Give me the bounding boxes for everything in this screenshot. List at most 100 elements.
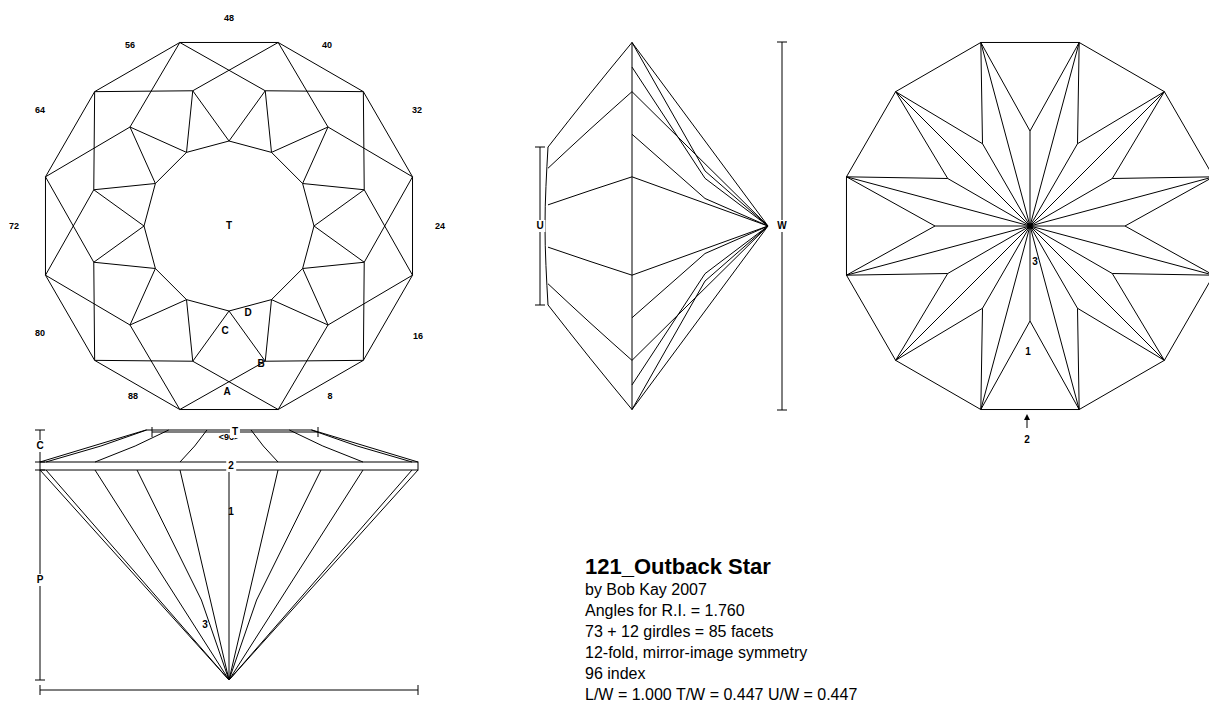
index-number: 24	[435, 222, 445, 231]
spec-line: 12-fold, mirror-image symmetry	[585, 645, 807, 661]
pavilion-main-line	[1030, 42, 1079, 226]
crown-facet-line	[548, 247, 632, 275]
pavilion-facet-line	[229, 470, 230, 680]
facet-label: 3	[202, 620, 208, 630]
spec-line: Angles for R.I. = 1.760	[585, 603, 745, 619]
pavilion-main-line	[846, 226, 1030, 275]
dimension-line	[40, 690, 418, 691]
facet-line	[272, 275, 413, 325]
pavilion-main-line	[896, 226, 1030, 360]
pavilion-facet-line	[632, 226, 768, 318]
pavilion-star-line	[1112, 92, 1209, 179]
design-title: 121_Outback Star	[585, 556, 771, 578]
pavilion-facet-line	[632, 134, 768, 226]
index-number: 80	[35, 329, 45, 338]
pavilion-view	[846, 42, 1209, 428]
pavilion-facet-line	[632, 92, 768, 226]
pavilion-main-line	[896, 92, 1030, 226]
pavilion-star-line	[1125, 177, 1209, 275]
index-number: 72	[9, 222, 19, 231]
spec-line: L/W = 1.000 T/W = 0.447 U/W = 0.447	[585, 687, 857, 703]
facet-line	[278, 42, 328, 183]
pavilion-main-line	[1030, 92, 1164, 226]
dimension-tick	[777, 410, 787, 411]
pavilion-main-line	[1030, 177, 1209, 226]
facet-label: D	[244, 308, 251, 318]
pavilion-star-line	[1078, 308, 1165, 409]
facet-line	[303, 177, 413, 269]
facet-label: 2	[226, 460, 236, 472]
index-number: 40	[322, 41, 332, 50]
facet-label: T	[226, 221, 232, 231]
pavilion-star-line	[983, 144, 1031, 226]
facet-line	[95, 91, 229, 141]
facet-line	[94, 92, 144, 226]
pavilion-facet-line	[632, 226, 768, 410]
profile-view	[40, 430, 418, 680]
crown-facet-line	[95, 430, 169, 462]
facet-line	[187, 300, 279, 410]
pavilion-star-line	[1030, 226, 1125, 227]
crown-facet-line	[180, 430, 207, 462]
pavilion-star-line	[983, 226, 1031, 308]
facet-label: U	[534, 220, 545, 232]
pavilion-star-line	[948, 226, 1030, 274]
facet-line	[272, 127, 413, 177]
facet-label: C	[221, 326, 228, 336]
pavilion-main-line	[1030, 226, 1164, 360]
pavilion-main-line	[846, 177, 1030, 226]
pavilion-facet-line	[632, 42, 768, 226]
facet-label: T	[230, 426, 240, 438]
pavilion-star-line	[896, 308, 983, 409]
index-number: 8	[327, 392, 332, 401]
crown-facet-line	[548, 177, 632, 205]
index-number: 16	[413, 332, 423, 341]
dimension-tick	[535, 147, 545, 148]
side-view	[545, 42, 768, 409]
pavilion-main-line	[1030, 226, 1209, 275]
girdle-outline	[846, 42, 1209, 409]
pavilion-star-line	[896, 42, 983, 143]
index-number: 56	[125, 41, 135, 50]
arrow-head	[1024, 414, 1030, 420]
pavilion-facet-line	[632, 226, 768, 275]
facet-line	[229, 311, 363, 361]
index-number: 88	[128, 392, 138, 401]
dimension-tick	[418, 685, 419, 695]
pavilion-star-line	[981, 321, 1079, 410]
spec-line: 73 + 12 girdles = 85 facets	[585, 624, 774, 640]
facet-label: P	[35, 574, 46, 586]
crown-facet-line	[548, 305, 632, 410]
facet-label: 1	[228, 507, 234, 517]
facet-line	[314, 226, 364, 360]
pavilion-facet-line	[229, 470, 363, 680]
facet-label: 1	[1025, 347, 1031, 357]
dimension-tick	[777, 42, 787, 43]
crown-facet-line	[548, 92, 632, 169]
dimension-tick	[535, 305, 545, 306]
pavilion-facet-line	[180, 470, 229, 680]
facet-line	[130, 42, 180, 183]
pavilion-facet-line	[46, 470, 229, 680]
pavilion-star-line	[1030, 144, 1078, 226]
facet-label: A	[223, 387, 230, 397]
facet-label: B	[257, 359, 264, 369]
pavilion-facet-line	[632, 67, 768, 226]
crown-facet-line	[311, 430, 412, 462]
pavilion-facet-line	[95, 470, 229, 680]
pavilion-facet-line	[229, 470, 278, 680]
crown-facet-line	[46, 430, 147, 462]
facet-label: W	[775, 220, 788, 232]
facet-line	[180, 42, 272, 152]
pavilion-main-line	[981, 42, 1030, 226]
facet-line	[45, 275, 186, 325]
facet-label: 3	[1032, 257, 1038, 267]
pavilion-star-line	[1030, 226, 1031, 321]
dimension-tick	[35, 470, 45, 471]
facet-line	[94, 226, 144, 360]
pavilion-star-line	[1030, 226, 1078, 308]
dimension-tick	[318, 427, 319, 437]
crown-facet-line	[548, 42, 632, 147]
pavilion-star-line	[846, 92, 947, 179]
